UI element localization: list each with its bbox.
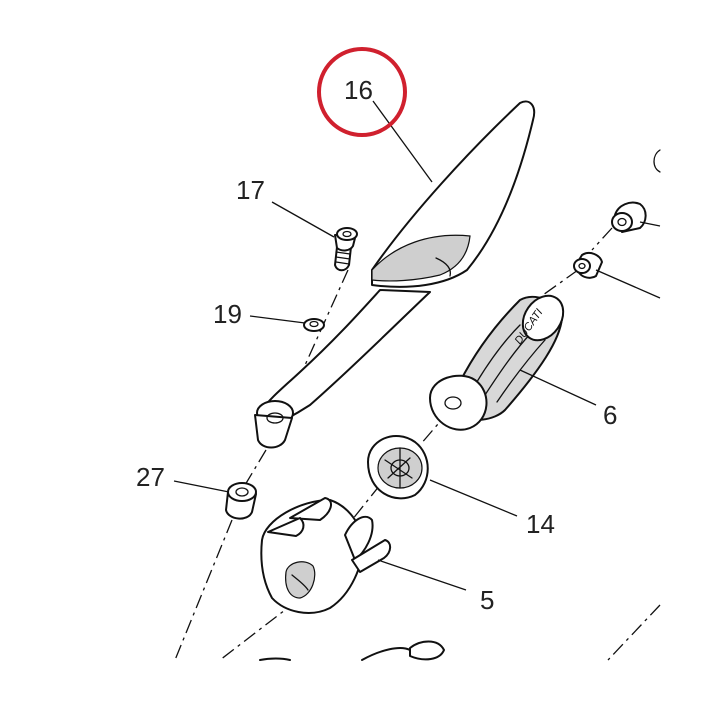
bushing-part-14[interactable] bbox=[367, 435, 429, 500]
switch-housing-part-5[interactable] bbox=[260, 497, 392, 614]
right-edge-parts bbox=[259, 149, 661, 661]
callout-14: 14 bbox=[526, 509, 555, 539]
leader-lines bbox=[173, 100, 661, 591]
callout-19: 19 bbox=[213, 299, 242, 329]
callout-6: 6 bbox=[603, 400, 617, 430]
callout-27: 27 bbox=[136, 462, 165, 492]
callout-16: 16 bbox=[344, 75, 373, 105]
spacer-part-27[interactable] bbox=[225, 482, 257, 520]
grip-part-6[interactable]: DUCATI bbox=[429, 288, 572, 431]
mirror-stem bbox=[254, 400, 294, 449]
washer-part-19[interactable] bbox=[303, 318, 325, 332]
screw-part-17[interactable] bbox=[334, 227, 358, 272]
callout-labels: 16 17 19 27 6 14 5 bbox=[136, 75, 617, 615]
callout-5: 5 bbox=[480, 585, 494, 615]
callout-17: 17 bbox=[236, 175, 265, 205]
highlight-circle bbox=[317, 47, 407, 137]
